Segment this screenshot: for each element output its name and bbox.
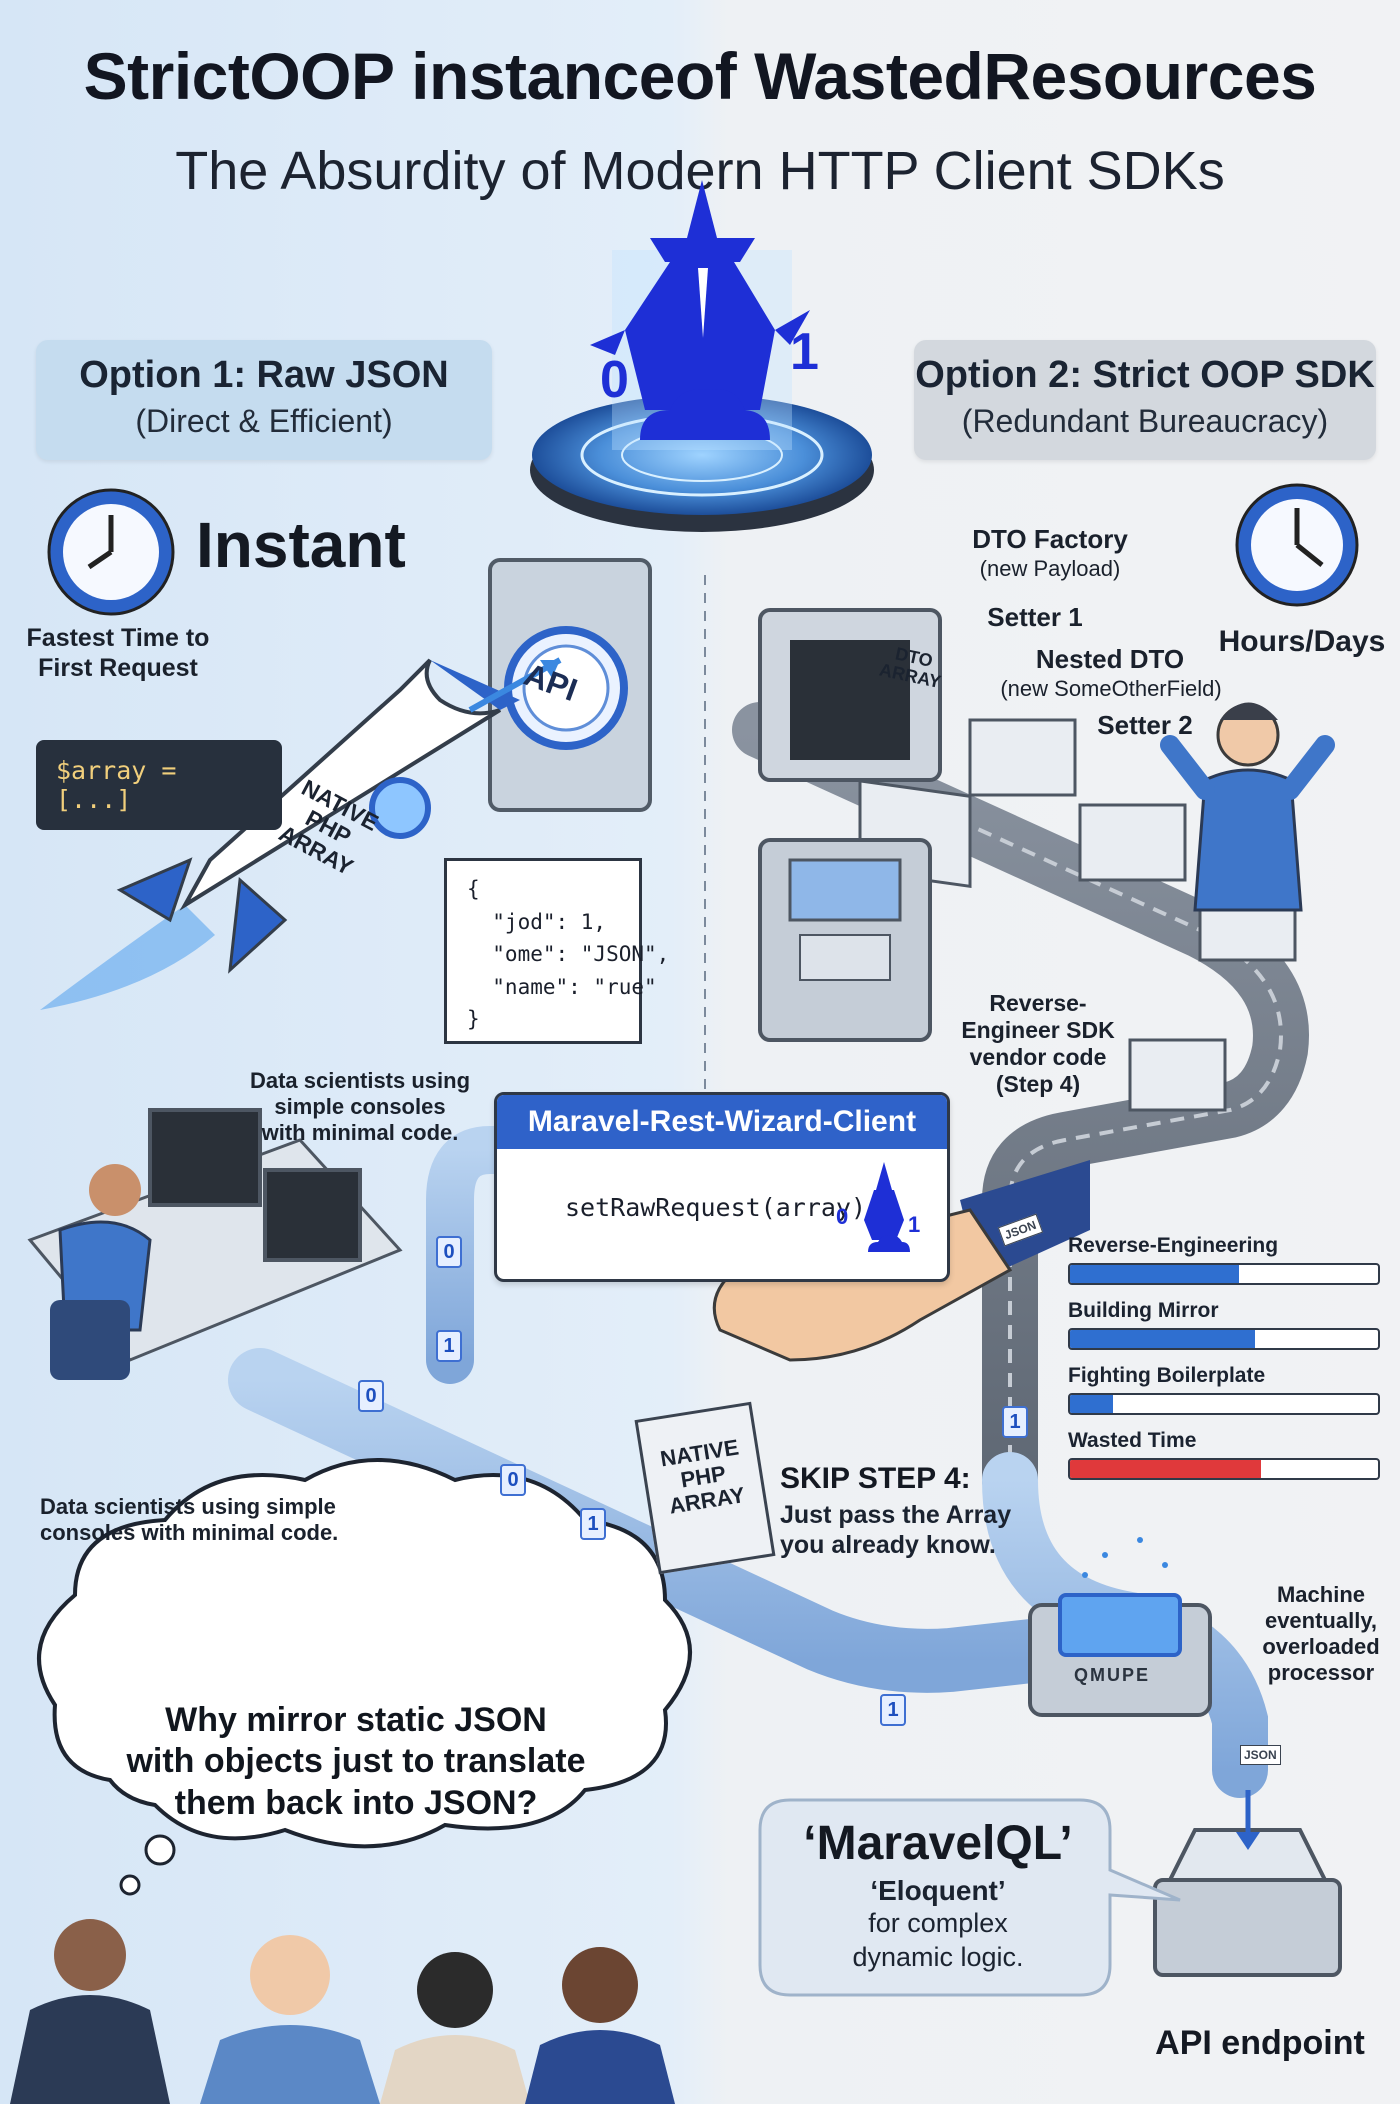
wizard-client-title: Maravel-Rest-Wizard-Client	[497, 1095, 947, 1149]
progress-label: Wasted Time	[1068, 1429, 1197, 1452]
dto-factory-label: DTO Factory	[972, 524, 1128, 554]
thought-cloud	[37, 1458, 692, 1896]
maravelql-body: for complex dynamic logic.	[852, 1908, 1024, 1972]
pipe-bit: 0	[358, 1380, 384, 1412]
audience-people	[10, 1919, 675, 2104]
page-title: StrictOOP instanceof WastedResources	[83, 39, 1317, 113]
maravelql-text: ‘MaravelQL’ ‘Eloquent’ for complex dynam…	[770, 1816, 1106, 1975]
data-scientist-desk	[27, 1108, 403, 1380]
binary-one: 1	[790, 323, 819, 381]
wizard-logo	[590, 180, 810, 440]
data-scientist-caption-bottom: Data scientists using simple consoles wi…	[40, 1494, 339, 1545]
wizard-small-one: 1	[908, 1212, 921, 1237]
clock-icon	[47, 488, 175, 616]
pipe-bit: 1	[436, 1330, 462, 1362]
pipe-bit: 0	[436, 1236, 462, 1268]
progress-item: Reverse-Engineering	[1068, 1234, 1380, 1285]
option1-panel: Option 1: Raw JSON (Direct & Efficient)	[36, 340, 492, 460]
native-array-card: NATIVE PHP ARRAY	[634, 1401, 776, 1575]
progress-fill	[1070, 1330, 1255, 1348]
progress-item: Fighting Boilerplate	[1068, 1364, 1380, 1415]
pipe-bit: 0	[500, 1464, 526, 1496]
binary-zero: 0	[600, 351, 629, 409]
nested-dto-label: Nested DTO	[1035, 644, 1185, 674]
wizard-method: setRawRequest(array)	[565, 1193, 867, 1222]
progress-label: Fighting Boilerplate	[1068, 1364, 1266, 1387]
progress-label: Building Mirror	[1068, 1299, 1219, 1322]
progress-fill	[1070, 1265, 1240, 1283]
setter1-label: Setter 1	[987, 602, 1083, 632]
maravelql-callout	[758, 1798, 1181, 1997]
pipe-bit: 1	[880, 1694, 906, 1726]
conveyor-belt	[732, 608, 1309, 1508]
progress-track	[1068, 1393, 1380, 1415]
api-endpoint-label: API endpoint	[1155, 2024, 1365, 2062]
code-snippet: $array = [...]	[36, 740, 282, 830]
setter2-label: Setter 2	[1097, 710, 1193, 740]
nested-dto-sub: (new SomeOtherField)	[1000, 676, 1222, 701]
fastest-caption: Fastest Time to First Request	[26, 624, 210, 682]
thought-question: Why mirror static JSON with objects just…	[126, 1701, 586, 1822]
pipe-bit: 1	[580, 1508, 606, 1540]
progress-item: Building Mirror	[1068, 1299, 1380, 1350]
maravelql-title: ‘MaravelQL’	[803, 1817, 1073, 1870]
processor-chip	[1028, 1537, 1212, 1717]
clock-icon	[1235, 483, 1359, 607]
machine-caption: Machine eventually, overloaded processor	[1262, 1582, 1380, 1685]
data-scientist-caption-top: Data scientists using simple consoles wi…	[249, 1068, 471, 1145]
pipe-bit: 1	[1002, 1406, 1028, 1438]
json-tag: JSON	[1240, 1745, 1281, 1765]
option2-subtitle: (Redundant Bureaucracy)	[961, 403, 1329, 439]
wizard-client-card: Maravel-Rest-Wizard-Client setRawRequest…	[494, 1092, 950, 1282]
maravelql-subtitle: ‘Eloquent’	[870, 1875, 1006, 1906]
rocket-graphic	[40, 657, 562, 1010]
progress-fill	[1070, 1460, 1261, 1478]
option1-title: Option 1: Raw JSON	[79, 354, 449, 396]
hours-days-label: Hours/Days	[1218, 625, 1386, 658]
option2-panel: Option 2: Strict OOP SDK (Redundant Bure…	[914, 340, 1376, 460]
option1-subtitle: (Direct & Efficient)	[135, 403, 393, 439]
skip-step-title: SKIP STEP 4:	[780, 1462, 971, 1495]
frustrated-developer	[1160, 702, 1335, 912]
processor-label: QMUPE	[1074, 1665, 1151, 1685]
progress-track	[1068, 1458, 1380, 1480]
dto-factory-sub: (new Payload)	[979, 556, 1121, 581]
instant-label: Instant	[196, 509, 406, 581]
progress-label: Reverse-Engineering	[1068, 1234, 1279, 1257]
progress-track	[1068, 1263, 1380, 1285]
progress-panel: Reverse-Engineering Building Mirror Figh…	[1068, 1234, 1380, 1480]
wizard-logo-small	[864, 1162, 910, 1252]
native-array-card-label: NATIVE PHP ARRAY	[658, 1434, 747, 1520]
api-endpoint-box	[1153, 1790, 1342, 1977]
progress-item: Wasted Time	[1068, 1429, 1380, 1480]
progress-track	[1068, 1328, 1380, 1350]
skip-step-body: Just pass the Array you already know.	[780, 1501, 1012, 1559]
reverse-engineer-caption: Reverse- Engineer SDK vendor code (Step …	[961, 990, 1115, 1098]
json-note: { "jod": 1, "ome": "JSON", "name": "rue"…	[444, 858, 669, 1044]
option2-title: Option 2: Strict OOP SDK	[915, 354, 1375, 396]
wizard-small-zero: 0	[836, 1204, 849, 1229]
progress-fill	[1070, 1395, 1114, 1413]
